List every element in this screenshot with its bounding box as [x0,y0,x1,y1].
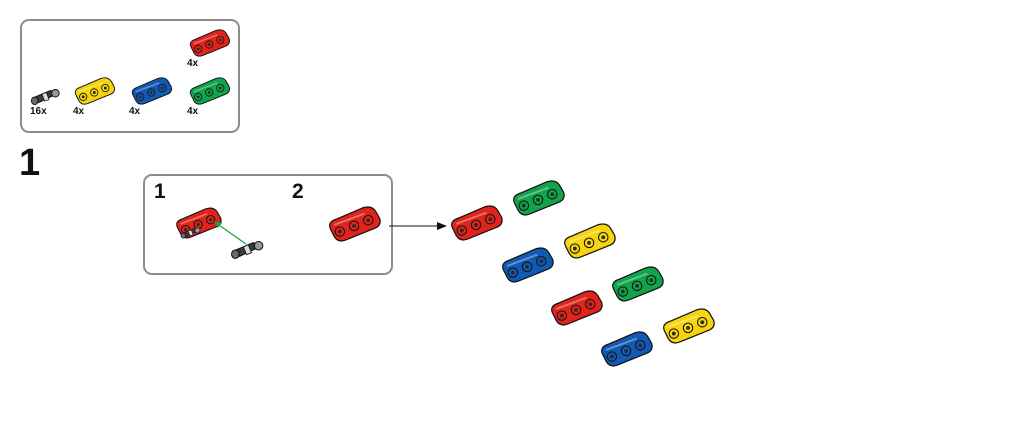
blue-beam-part-icon [129,77,175,105]
result-red-beam-1-icon [448,205,506,241]
result-yellow-beam-2-icon [660,308,718,344]
result-yellow-beam-1-icon [561,223,619,259]
result-green-beam-2-icon [609,266,667,302]
pin-qty: 16x [30,106,47,117]
yellow-beam-qty: 4x [73,106,85,117]
yellow-beam-part-icon [72,77,118,105]
result-arrow-icon [389,222,447,230]
insertion-arrow-icon [214,221,247,245]
substep1-pin-inserted-icon [180,224,202,242]
connector-pin-part-icon [30,86,62,108]
result-red-beam-2-icon [548,290,606,326]
green-beam-part-icon [187,77,233,105]
substep1-pin-icon [230,238,266,262]
result-blue-beam-1-icon [499,247,557,283]
result-green-beam-1-icon [510,180,568,216]
step-number: 1 [19,142,41,184]
green-beam-qty: 4x [187,106,199,117]
substep-number-1: 1 [154,180,166,203]
red-beam-part-icon [187,29,233,57]
substep-number-2: 2 [292,180,304,203]
substep2-red-beam-icon [326,206,384,242]
blue-beam-qty: 4x [129,106,141,117]
result-blue-beam-2-icon [598,331,656,367]
red-beam-qty: 4x [187,58,199,69]
